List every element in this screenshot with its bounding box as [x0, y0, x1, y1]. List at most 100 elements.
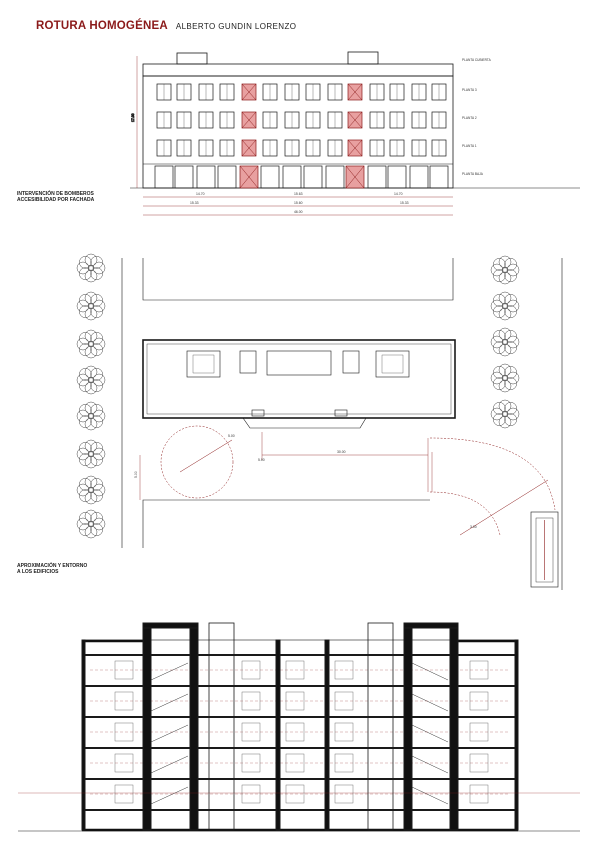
facade-dims-text: 14.70 15.63 14.70 15.33 15.60 15.33 46.0…: [190, 192, 409, 214]
shopfront: [325, 165, 345, 189]
lift-shaft-right: [367, 622, 394, 831]
stair-flight: [150, 755, 189, 774]
dim-total: 46.00: [294, 210, 303, 214]
stair-core-right: [375, 350, 410, 378]
site-section-label: APROXIMACIÓN Y ENTORNO A LOS EDIFICIOS: [17, 563, 87, 575]
facade-floor-labels: PLANTA CUBIERTA PLANTA 3 PLANTA 2 PLANTA…: [462, 58, 492, 176]
stair-flight: [411, 724, 449, 743]
stair-flight: [411, 662, 449, 681]
tree-icon: [76, 475, 106, 505]
building-section: [18, 622, 580, 832]
core-roof-right: [403, 622, 459, 629]
facade-body: [142, 75, 454, 189]
stair-core-left-inner: [192, 354, 215, 374]
stair-flight: [150, 724, 189, 743]
outer-wall-left: [81, 639, 86, 831]
shopfront: [260, 165, 280, 189]
fire-truck-bed: [535, 517, 554, 583]
access-cross: [241, 139, 257, 157]
tree-icon: [76, 329, 106, 359]
stair-flight: [411, 755, 449, 774]
site-label-line-2: A LOS EDIFICIOS: [17, 569, 59, 575]
center-wall-right: [324, 639, 330, 831]
tree-icon: [490, 399, 520, 429]
dim-r1-a: 14.70: [196, 192, 205, 196]
fire-truck: [530, 511, 559, 588]
core-wall-1: [142, 622, 152, 831]
lift-right: [342, 350, 360, 374]
facade-section-label: INTERVENCIÓN DE BOMBEROS ACCESIBILIDAD P…: [17, 191, 94, 203]
author-name: ALBERTO GUNDIN LORENZO: [175, 22, 297, 31]
dim-r2-b: 15.60: [294, 201, 303, 205]
access-cross: [241, 83, 257, 101]
tree-icon: [490, 255, 520, 285]
access-curve-outer: [429, 437, 556, 511]
access-curve-inner: [429, 491, 501, 536]
shopfront: [282, 165, 302, 189]
section-floors: [81, 639, 519, 832]
stair-flight: [411, 786, 449, 805]
floor-label-1: PLANTA 1: [462, 144, 477, 148]
core-wall-4: [449, 622, 459, 831]
entrance-door-right: [334, 409, 348, 417]
tree-icon: [76, 439, 106, 469]
tree-icon: [490, 327, 520, 357]
road-frame-bottom: [142, 499, 430, 548]
site-dim-vertical: 5.00: [134, 471, 138, 478]
site-dim-diag: 3.00: [470, 525, 477, 529]
site-dims-text: 30.00 5.00 5.00 5.00 3.00: [134, 434, 477, 529]
outer-wall-right: [514, 639, 519, 831]
dim-r1-b: 15.63: [294, 192, 303, 196]
building-plan: [142, 339, 456, 419]
center-wall-left: [275, 639, 281, 831]
dim-r1-c: 14.70: [394, 192, 403, 196]
access-cross: [241, 111, 257, 129]
tree-icon: [76, 401, 106, 431]
facade-label-line-2: ACCESIBILIDAD POR FACHADA: [17, 197, 95, 203]
turning-circle: [160, 425, 234, 499]
floor-label-roof: PLANTA CUBIERTA: [462, 58, 492, 62]
site-dim-radius: 5.00: [228, 434, 235, 438]
shopfront: [409, 165, 429, 189]
site-label-line-1: APROXIMACIÓN Y ENTORNO: [17, 563, 88, 569]
access-cross: [347, 111, 363, 129]
shopfront: [196, 165, 216, 189]
page-title: ROTURA HOMOGÉNEA ALBERTO GUNDIN LORENZO: [36, 20, 296, 32]
access-cross: [345, 165, 365, 189]
core-roof-left: [142, 622, 199, 629]
stair-core-right-inner: [381, 354, 404, 374]
tree-icon: [76, 253, 106, 283]
height-dim-text: 17.00: [131, 113, 135, 122]
building-plan-inner: [146, 343, 452, 415]
shopfront: [387, 165, 407, 189]
shopfront: [429, 165, 449, 189]
trees: [76, 253, 520, 539]
stair-core-left: [186, 350, 221, 378]
roof-box-right: [347, 51, 379, 65]
site-plan: [76, 253, 563, 590]
entrance-canopy: [242, 417, 367, 429]
shopfront: [217, 165, 237, 189]
lift-left: [239, 350, 257, 374]
tree-icon: [490, 363, 520, 393]
stair-flight: [411, 693, 449, 712]
road-frame-top: [142, 258, 454, 301]
tree-icon: [490, 291, 520, 321]
facade-label-line-1: INTERVENCIÓN DE BOMBEROS: [17, 191, 94, 197]
shopfront: [367, 165, 387, 189]
access-cross: [347, 83, 363, 101]
entrance-door-left: [251, 409, 265, 417]
lift-shaft-left: [208, 622, 235, 831]
floor-label-ground: PLANTA BAJA: [462, 172, 484, 176]
stair-flight: [150, 662, 189, 681]
project-title: ROTURA HOMOGÉNEA: [36, 20, 168, 32]
tree-icon: [76, 365, 106, 395]
access-cross: [347, 139, 363, 157]
access-diag-line: [459, 479, 549, 536]
roof-box-left: [176, 52, 208, 65]
shopfront: [303, 165, 323, 189]
tree-icon: [76, 291, 106, 321]
facade-windows: [143, 83, 453, 189]
stair-flight: [150, 693, 189, 712]
